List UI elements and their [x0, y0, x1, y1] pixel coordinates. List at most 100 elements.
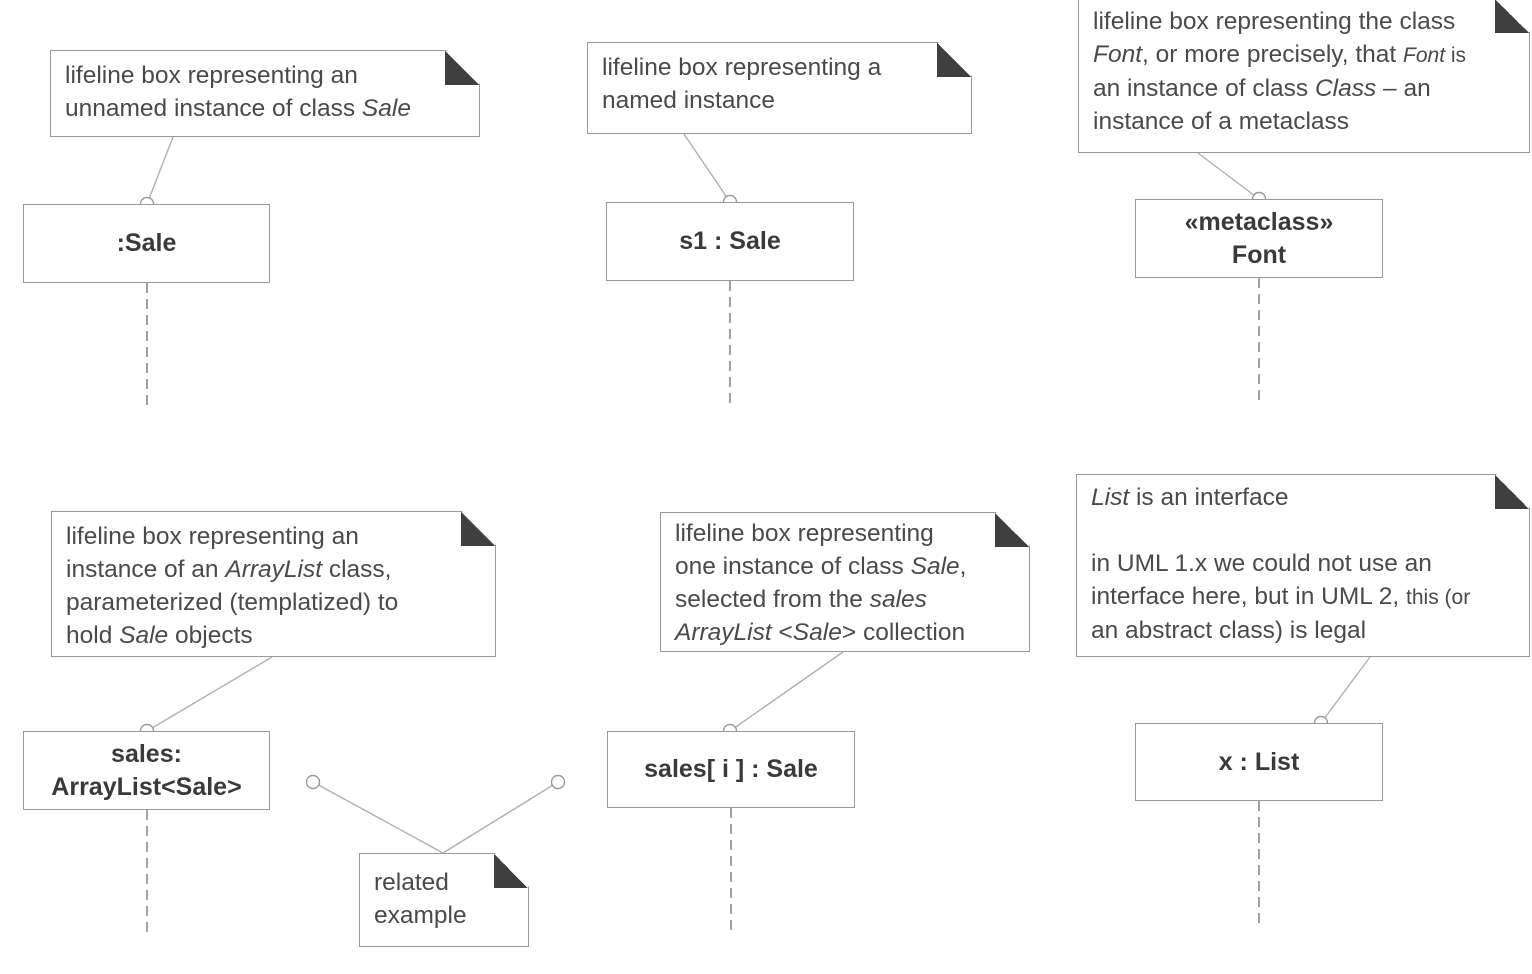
connector-named [683, 133, 731, 203]
lifeline-box-sales-i: sales[ i ] : Sale [607, 731, 855, 808]
note-text-segment: parameterized (templatized) to [66, 589, 399, 616]
note-text-segment: in UML 1.x we could not use an [1091, 550, 1432, 577]
note-text: lifeline box representing one instance of… [675, 517, 1015, 649]
lifeline-label: Font [1231, 240, 1287, 269]
note-text-segment: lifeline box representing a [602, 54, 882, 81]
note-line: in UML 1.x we could not use an [1091, 547, 1515, 580]
lifeline-label: :Sale [116, 229, 177, 257]
note-text-segment: , or more precisely, that [1142, 41, 1404, 68]
note-line: Font, or more precisely, that Font is [1093, 38, 1515, 72]
note-text-segment: instance of an [66, 556, 226, 583]
note-text-segment: unnamed instance of class [65, 95, 362, 122]
note-line: named instance [602, 84, 957, 117]
connector-font [1197, 152, 1260, 200]
connector-sales-i [729, 651, 844, 732]
note-text-segment: > collection [841, 619, 966, 646]
note-line: an instance of class Class – an [1093, 72, 1515, 105]
note-text-segment: instance of a metaclass [1093, 108, 1350, 135]
note-related-example: related example [359, 853, 529, 947]
note-line: one instance of class Sale, [675, 550, 1015, 583]
note-text-segment: related [374, 869, 449, 896]
connector-sale [146, 136, 174, 205]
note-line: an abstract class) is legal [1091, 614, 1515, 647]
note-line: hold Sale objects [66, 619, 481, 652]
note-line: instance of an ArrayList class, [66, 553, 481, 586]
lifeline-box-sales-arraylist: sales: ArrayList<Sale> [23, 731, 270, 810]
note-text-segment: Font [1093, 41, 1143, 68]
note-line [1091, 514, 1515, 547]
note-text-segment: is an interface [1129, 484, 1289, 511]
note-line: selected from the sales [675, 583, 1015, 616]
note-text-segment: an abstract class) is legal [1091, 617, 1367, 644]
lifeline-box-metaclass-font: «metaclass» Font [1135, 199, 1383, 278]
note-text-segment: , [959, 553, 967, 580]
note-text-segment: Font [1403, 44, 1446, 67]
note-line: unnamed instance of class Sale [65, 92, 465, 125]
note-text-segment: < [771, 619, 793, 646]
note-text-segment: hold [66, 622, 120, 649]
lifeline-label: s1 : Sale [679, 227, 781, 255]
note-text-segment: class, [322, 556, 392, 583]
note-line: lifeline box representing [675, 517, 1015, 550]
connector-arraylist [146, 656, 273, 732]
note-text-segment: List [1091, 484, 1130, 511]
note-text-segment: ArrayList [225, 556, 323, 583]
note-text-segment: sales [869, 586, 927, 613]
note-text: related example [374, 866, 514, 932]
note-text: lifeline box representing an unnamed inst… [65, 59, 465, 125]
note-text-segment: lifeline box representing the class [1093, 8, 1456, 35]
note-text-segment: Sale [361, 95, 411, 122]
note-line: ArrayList <Sale> collection [675, 616, 1015, 649]
connector-list [1320, 656, 1371, 724]
note-text-segment: objects [168, 622, 253, 649]
note-text-segment: an instance of class [1093, 75, 1315, 102]
note-line: parameterized (templatized) to [66, 586, 481, 619]
note-unnamed-instance: lifeline box representing an unnamed inst… [50, 50, 480, 137]
note-text-segment: one instance of class [675, 553, 911, 580]
note-text-segment: Sale [119, 622, 169, 649]
note-text-segment: lifeline box representing [675, 520, 934, 547]
note-line: lifeline box representing the class [1093, 5, 1515, 38]
note-line: instance of a metaclass [1093, 105, 1515, 138]
note-text-segment: lifeline box representing an [65, 62, 358, 89]
note-text: List is an interface in UML 1.x we could … [1091, 481, 1515, 647]
lifeline-label: sales[ i ] : Sale [644, 755, 818, 783]
connector-related-left [312, 781, 444, 854]
note-line: lifeline box representing an [65, 59, 465, 92]
lifeline-box-s1-sale: s1 : Sale [606, 202, 854, 281]
lifeline-label: x : List [1218, 747, 1300, 776]
note-selected-instance: lifeline box representing one instance of… [660, 512, 1030, 652]
note-text-segment: – an [1376, 75, 1431, 102]
note-list-interface: List is an interface in UML 1.x we could … [1076, 474, 1530, 657]
note-text: lifeline box representing an instance of … [66, 520, 481, 652]
note-line: example [374, 899, 514, 932]
note-text-segment: selected from the [675, 586, 870, 613]
note-text-segment: this (or [1406, 586, 1471, 609]
lifeline-box-sale: :Sale [23, 204, 270, 283]
note-text-segment: is [1445, 44, 1467, 67]
note-line: lifeline box representing an [66, 520, 481, 553]
note-text-segment: named instance [602, 87, 775, 114]
lifeline-stereotype: «metaclass» [1184, 207, 1334, 236]
note-line: interface here, but in UML 2, this (or [1091, 580, 1515, 614]
note-line: List is an interface [1091, 481, 1515, 514]
lifeline-label-line1: sales: [111, 739, 182, 768]
anchor-related-right [550, 774, 566, 790]
note-arraylist-instance: lifeline box representing an instance of … [51, 511, 496, 657]
note-text-segment: example [374, 902, 467, 929]
note-named-instance: lifeline box representing a named instanc… [587, 42, 972, 134]
note-text-segment: Sale [792, 619, 842, 646]
note-text-segment: Class [1314, 75, 1377, 102]
note-line: related [374, 866, 514, 899]
lifeline-box-x-list: x : List [1135, 723, 1383, 801]
note-text-segment: lifeline box representing an [66, 523, 359, 550]
anchor-related-left [305, 774, 321, 790]
note-line: lifeline box representing a [602, 51, 957, 84]
note-text-segment: Sale [910, 553, 960, 580]
note-text: lifeline box representing a named instanc… [602, 51, 957, 117]
lifeline-label-line2: ArrayList<Sale> [51, 772, 242, 801]
note-text-segment: ArrayList [675, 619, 772, 646]
